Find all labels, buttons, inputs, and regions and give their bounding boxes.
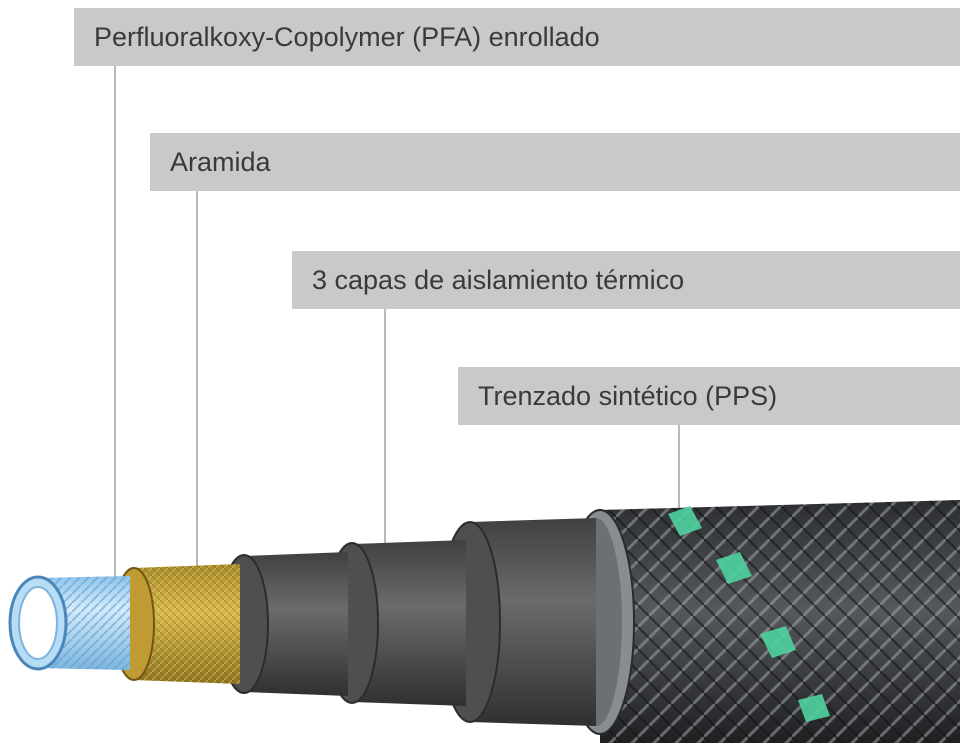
leader-line-aramid [196, 191, 198, 571]
leader-line-pfa [114, 66, 116, 586]
label-thermal-insulation: 3 capas de aislamiento térmico [292, 251, 960, 309]
label-pps-braid: Trenzado sintético (PPS) [458, 367, 960, 425]
label-pfa: Perfluoralkoxy-Copolymer (PFA) enrollado [74, 8, 960, 66]
label-aramid: Aramida [150, 133, 960, 191]
leader-line-pps [678, 425, 680, 515]
leader-line-thermal [384, 309, 386, 549]
